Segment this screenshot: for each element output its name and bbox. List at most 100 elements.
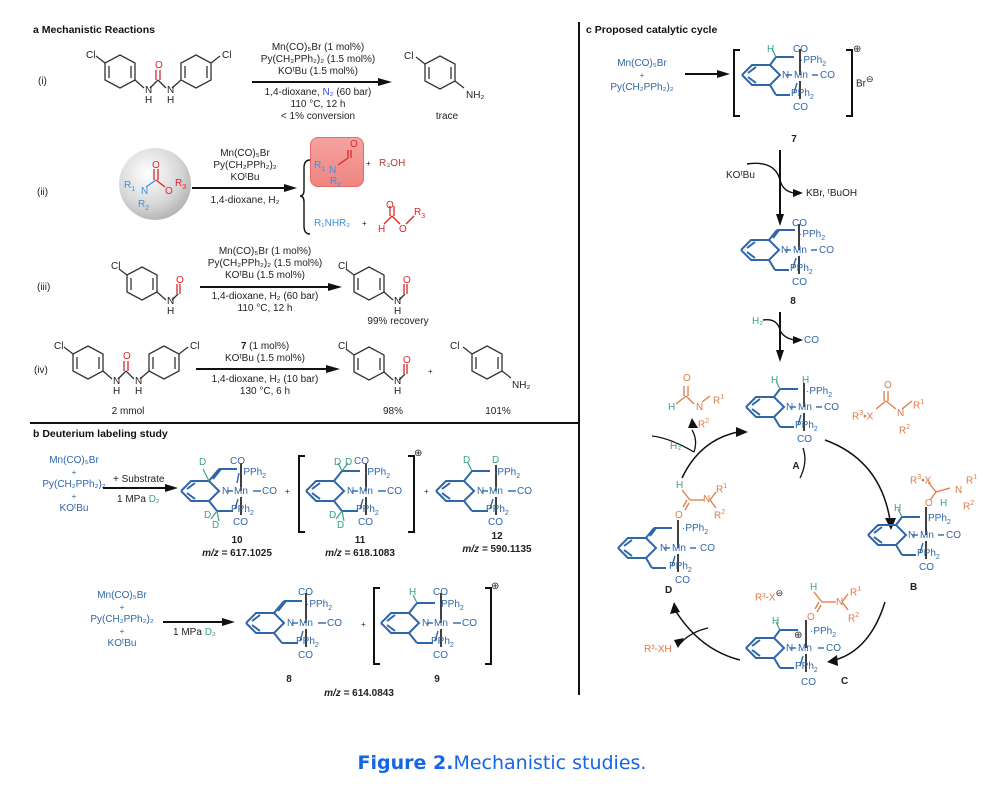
pph2-label: PPh2 <box>928 513 951 526</box>
nh-label: N <box>145 85 153 96</box>
formate-o: O <box>399 224 407 235</box>
nh-label: H <box>113 386 121 397</box>
r2-label: R2 <box>330 176 342 189</box>
rxn-i-product-chloroaniline <box>415 55 465 90</box>
mn-label: Mn <box>299 618 313 629</box>
co-label: CO <box>354 456 369 467</box>
cl-label: Cl <box>404 51 414 62</box>
formate-ester <box>383 206 415 225</box>
r3-label: R3 <box>175 178 187 191</box>
r2-label: R2 <box>138 199 150 212</box>
h-label: H <box>394 306 402 317</box>
pph2-label: PPh2 <box>669 561 692 574</box>
n-label: N <box>908 530 916 541</box>
compound-7-id: 7 <box>791 134 797 145</box>
leaving-group: R³-XH <box>644 644 672 655</box>
plus-sign: + <box>361 620 366 629</box>
pph2-label: PPh2 <box>356 504 379 517</box>
d-n: N <box>703 494 711 505</box>
rxn-iii-label: (iii) <box>37 282 51 293</box>
pph2-label: PPh2 <box>441 599 464 612</box>
n-label: N <box>394 296 402 307</box>
plus-sign: + <box>428 367 433 376</box>
r3-label: R3 <box>414 207 426 220</box>
rxn-iv-cond-4: 130 °C, 6 h <box>239 386 291 397</box>
co-label: CO <box>819 245 834 256</box>
bracket-left-11 <box>298 455 305 533</box>
rxn-i-cond-1: Mn(CO)₅Br (1 mol%) <box>271 42 365 53</box>
cl-label: Cl <box>54 341 64 352</box>
cl-label: Cl <box>222 50 232 61</box>
compound-d-id: D <box>665 585 673 596</box>
formate-h: H <box>378 224 386 235</box>
pph2-label: ·PPh2 <box>240 467 267 480</box>
plus-sign: + <box>366 159 371 168</box>
carbonyl-o-label: O <box>403 275 411 286</box>
n-label: N <box>477 486 485 497</box>
step1-reagent: KOᵗBu <box>726 170 755 181</box>
co-label: CO <box>700 543 715 554</box>
c-r2: R2 <box>848 612 860 625</box>
co-label: CO <box>675 575 690 586</box>
co-label: CO <box>826 643 841 654</box>
d-label: D <box>337 520 345 531</box>
formamide-o: O <box>683 373 691 384</box>
nh-label: N <box>135 376 143 387</box>
d-r1: R1 <box>716 483 728 496</box>
b-ligand-bonds <box>927 481 951 501</box>
nh2-label: NH₂ <box>512 380 531 391</box>
co-label: CO <box>793 44 808 55</box>
n-label: N <box>394 376 402 387</box>
b-h: H <box>940 498 948 509</box>
reagent-plus: + <box>119 627 125 636</box>
complex-12-skeleton <box>435 462 516 515</box>
r1-label: R1 <box>314 160 326 173</box>
d-ligand-bonds <box>681 489 717 511</box>
compound-8-id: 8 <box>286 674 292 685</box>
rxn-iv-product-chloroaniline <box>462 345 512 380</box>
nh-label: H <box>135 386 143 397</box>
compound-8-9-mz: m/z = 614.0843 <box>324 688 394 699</box>
n-label: N <box>222 486 230 497</box>
reagent-ligand: Py(CH₂PPh₂)₂ <box>90 614 154 625</box>
reagent-mn: Mn(CO)₅Br <box>49 455 99 466</box>
b-r1: R1 <box>966 474 978 487</box>
plus-sign: + <box>362 219 367 228</box>
c-anion: R³-X⊖ <box>755 588 784 604</box>
compound-b-id: B <box>910 582 918 593</box>
carbonyl-o-label: O <box>155 60 163 71</box>
carbonyl-o-label: O <box>123 351 131 362</box>
cl-label: Cl <box>450 341 460 352</box>
d-label: D <box>212 520 220 531</box>
complex-a-skeleton <box>745 380 822 431</box>
d-label: D <box>345 457 353 468</box>
reagent-plus: + <box>119 603 125 612</box>
co-label: CO <box>298 587 313 598</box>
rxn-iv-cond-1: 7 (1 mol%) <box>240 341 290 352</box>
rxn-iv-product-formamide <box>345 346 408 381</box>
co-label: CO <box>946 530 961 541</box>
cycle-formamide-bonds <box>675 386 711 405</box>
panel-c-arrow-to-7 <box>685 70 730 78</box>
nh-label: N <box>167 85 175 96</box>
h-label: H <box>767 44 775 55</box>
complex-7-skeleton <box>741 48 818 99</box>
n-label: N <box>786 643 794 654</box>
panel-b-arrow-1 <box>103 484 178 492</box>
b-n: N <box>955 485 963 496</box>
compound-c-id: C <box>841 676 849 687</box>
positive-charge: ⊕ <box>794 630 803 641</box>
n-label: N <box>167 296 175 307</box>
compound-a-id: A <box>792 461 800 472</box>
positive-charge: ⊕ <box>853 44 862 55</box>
rxn-i-cond-4: 1,4-dioxane, N₂ (60 bar) <box>264 87 372 98</box>
pph2-label: ·PPh2 <box>364 467 391 480</box>
rxn-iii-product-formamide <box>345 266 408 301</box>
rxn-iii-arrow <box>200 283 342 291</box>
reagent-base: KOᵗBu <box>107 638 137 649</box>
h-label: H <box>409 587 417 598</box>
co-label: CO <box>262 486 277 497</box>
caption-text: Mechanistic studies. <box>453 752 647 774</box>
bracket-left-9 <box>373 587 380 665</box>
rxn-iv-arrow <box>196 365 340 373</box>
